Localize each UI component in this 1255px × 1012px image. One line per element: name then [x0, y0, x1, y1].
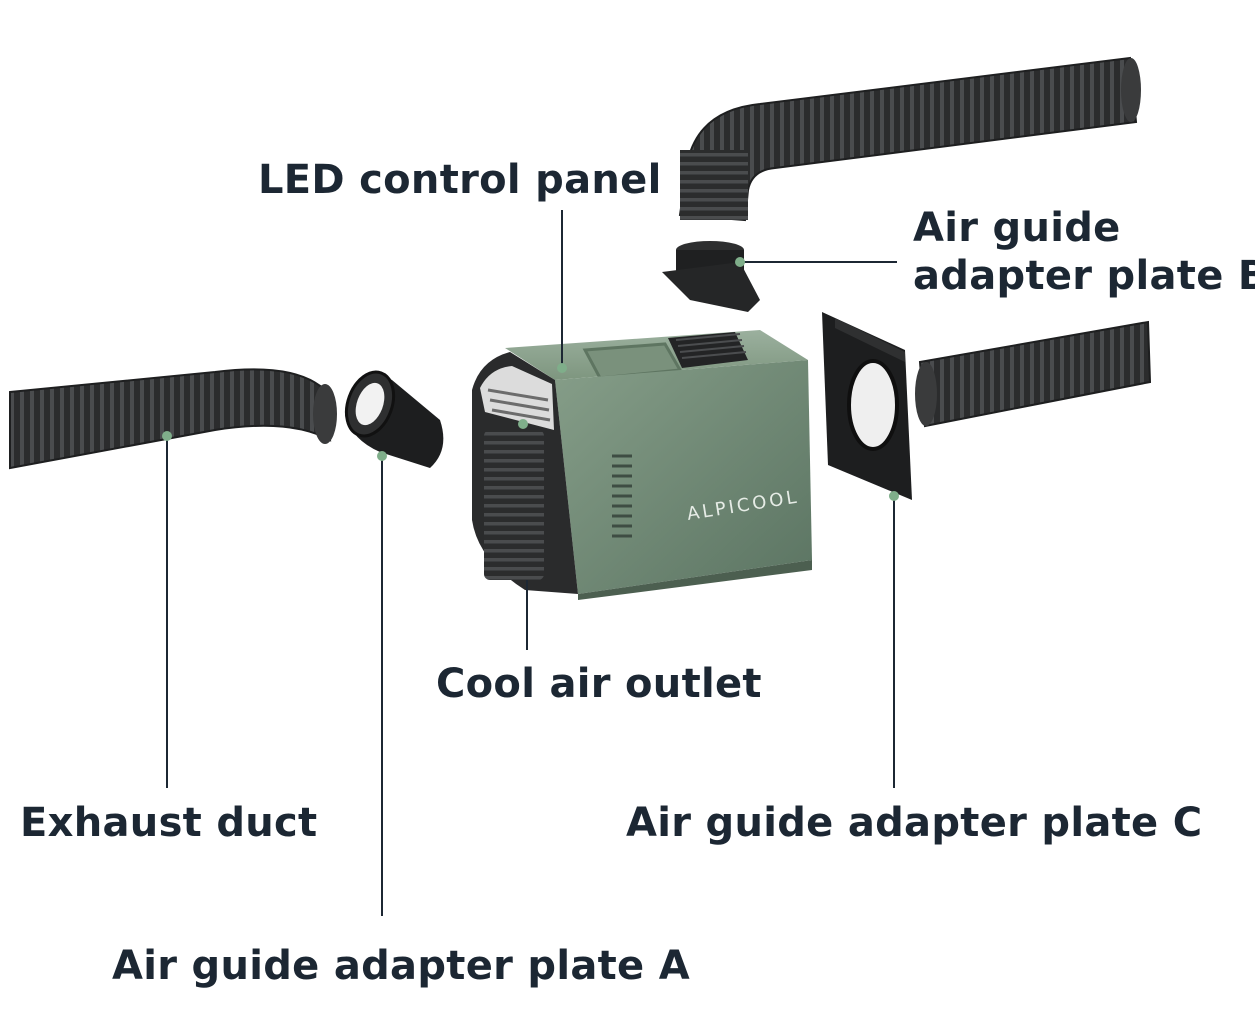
leader-dots — [162, 257, 899, 501]
top-hose — [678, 56, 1141, 222]
adapter-plate-c-part — [822, 312, 912, 500]
label-adapter-plate-b-line1: Air guide — [913, 205, 1121, 251]
label-exhaust-duct: Exhaust duct — [20, 800, 318, 846]
label-cool-air-outlet: Cool air outlet — [436, 661, 762, 707]
label-led-control-panel: LED control panel — [258, 157, 662, 203]
adapter-plate-a-part — [344, 370, 444, 468]
leader-lines — [166, 210, 897, 916]
label-adapter-plate-c: Air guide adapter plate C — [626, 800, 1203, 846]
air-conditioner-unit: ALPICOOL — [472, 330, 812, 600]
label-adapter-plate-b: Air guide adapter plate B — [913, 204, 1255, 300]
label-adapter-plate-a: Air guide adapter plate A — [112, 943, 690, 989]
label-adapter-plate-b-line2: adapter plate B — [913, 253, 1255, 299]
adapter-plate-b-part — [662, 241, 760, 312]
right-hose — [915, 320, 1152, 428]
exhaust-duct-hose — [9, 368, 337, 470]
